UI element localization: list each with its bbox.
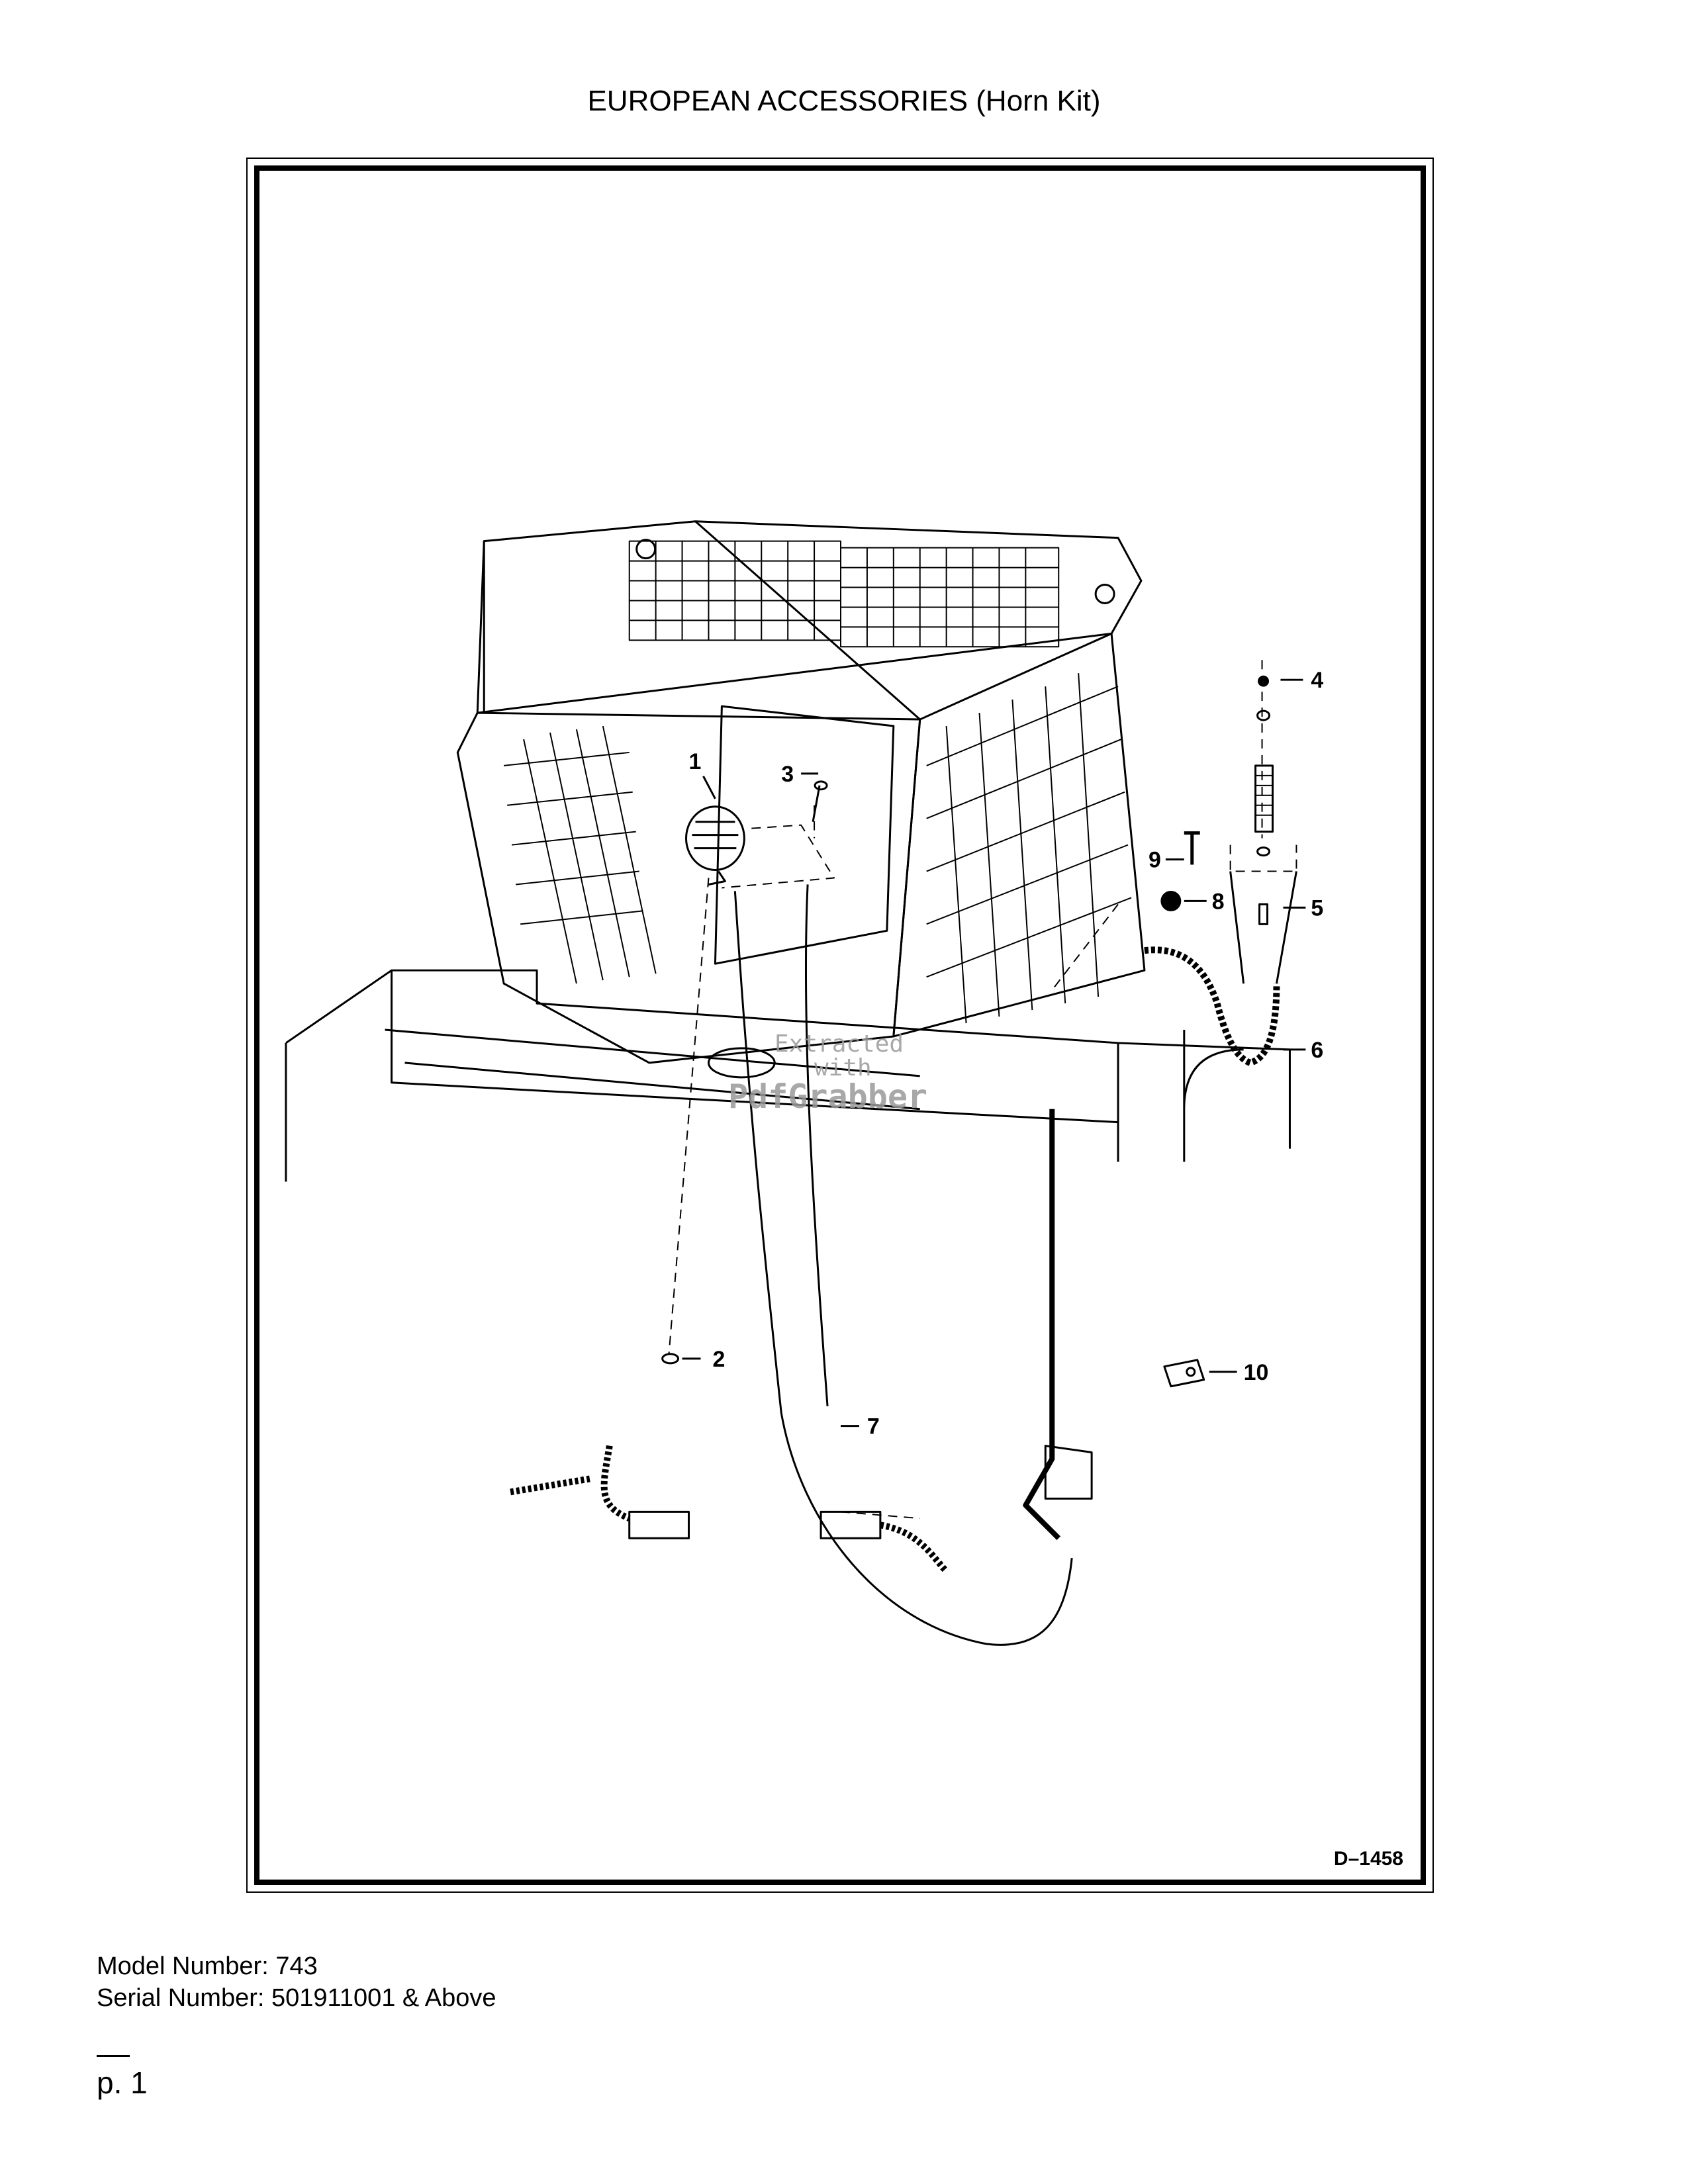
horn <box>685 805 745 872</box>
callout-8: 8 <box>1212 889 1225 914</box>
nut <box>1258 675 1270 687</box>
coiled-cord <box>1144 946 1280 1066</box>
watermark-line3: PdfGrabber <box>728 1077 928 1116</box>
lock-nut <box>1160 890 1182 911</box>
horn-kit-exploded-diagram: 1 2 3 4 5 6 7 8 9 10 <box>285 520 1323 1646</box>
page-number-rule <box>97 2055 130 2057</box>
callout-10: 10 <box>1244 1360 1269 1385</box>
callout-7: 7 <box>867 1414 880 1439</box>
connector-left <box>628 1510 690 1539</box>
mount-bracket <box>1044 1445 1093 1500</box>
figure-frame: 1 2 3 4 5 6 7 8 9 10 D–1458 <box>246 158 1434 1893</box>
figure-inner-border: 1 2 3 4 5 6 7 8 9 10 D–1458 <box>254 165 1426 1885</box>
washer <box>661 1353 680 1365</box>
page-title: EUROPEAN ACCESSORIES (Horn Kit) <box>587 85 1101 117</box>
model-number: Model Number: 743 <box>97 1952 318 1980</box>
horn-button-boot <box>1254 764 1274 833</box>
bracket <box>1163 1359 1205 1388</box>
horn-button <box>1258 903 1269 925</box>
callout-4: 4 <box>1311 668 1323 693</box>
cab-side-right <box>892 632 1146 1038</box>
watermark: Extracted with PdfGrabber <box>728 1030 928 1116</box>
roof-vent-right <box>840 547 1060 648</box>
cab-roof <box>476 520 1143 714</box>
watermark-line1: Extracted <box>774 1030 904 1058</box>
serial-number: Serial Number: 501911001 & Above <box>97 1984 496 2012</box>
wire-harness <box>733 891 1073 1646</box>
callout-1: 1 <box>689 749 702 774</box>
page-number: p. 1 <box>97 2066 148 2100</box>
watermark-line2: with <box>814 1054 872 1081</box>
callout-3: 3 <box>781 762 794 787</box>
callout-6: 6 <box>1311 1038 1323 1063</box>
figure-code: D–1458 <box>1333 1848 1403 1870</box>
screw <box>812 785 821 822</box>
callout-5: 5 <box>1311 895 1323 921</box>
callout-2: 2 <box>712 1347 725 1372</box>
callout-9: 9 <box>1149 848 1161 873</box>
